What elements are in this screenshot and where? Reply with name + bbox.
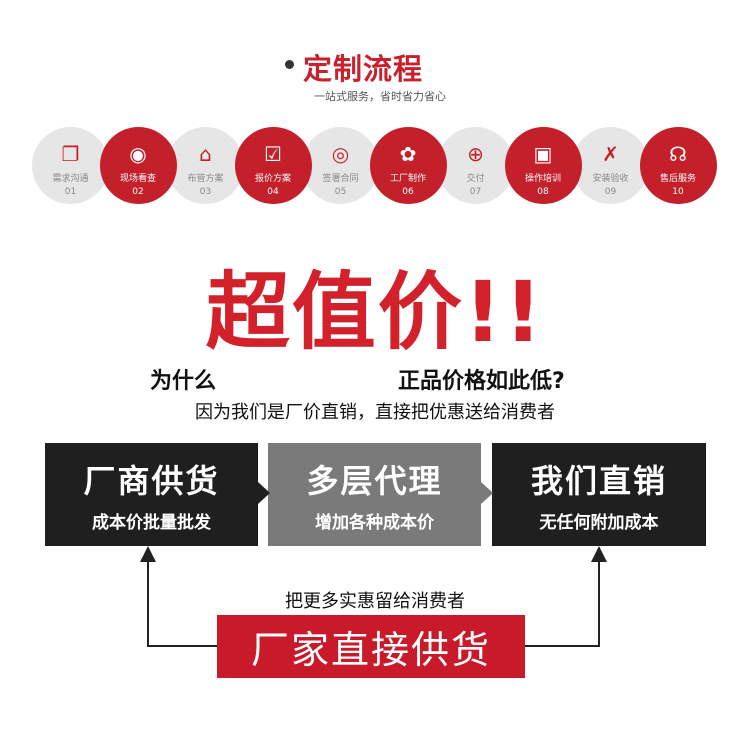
- step-label: 布管方案: [187, 174, 224, 184]
- step-03: ⌂ 布管方案 03: [167, 127, 244, 204]
- step-05: ◎ 签署合同 05: [302, 127, 379, 204]
- box-title: 厂商供货: [83, 462, 220, 500]
- step-icon: ❐: [61, 142, 80, 166]
- step-icon: ✿: [399, 142, 417, 166]
- step-icon: ✗: [602, 142, 619, 166]
- box-title: 多层代理: [306, 462, 443, 500]
- step-number: 01: [64, 187, 77, 197]
- connector-line: [147, 560, 149, 646]
- step-icon: ⊕: [467, 142, 484, 166]
- section-subtitle: 一站式服务，省时省力省心: [314, 90, 446, 103]
- step-number: 09: [604, 187, 617, 197]
- section-title: 定制流程: [303, 52, 424, 86]
- reason-text: 因为我们是厂价直销，直接把优惠送给消费者: [195, 402, 555, 423]
- box-agents: 多层代理 增加各种成本价: [268, 443, 481, 546]
- step-10: ☊ 售后服务 10: [639, 127, 717, 204]
- step-label: 操作培训: [524, 174, 561, 184]
- connector-line: [524, 645, 600, 647]
- step-label: 售后服务: [659, 174, 696, 184]
- box-title: 我们直销: [530, 462, 667, 500]
- step-icon: ⌂: [199, 142, 212, 166]
- step-number: 08: [537, 187, 549, 197]
- step-number: 07: [469, 187, 482, 197]
- keep-savings-text: 把更多实惠留给消费者: [285, 591, 465, 612]
- step-number: 06: [402, 187, 414, 197]
- step-icon: ◉: [129, 142, 147, 166]
- step-label: 现场看查: [119, 174, 156, 184]
- chevron-right-icon: [481, 482, 493, 504]
- step-label: 工厂制作: [389, 174, 426, 184]
- step-number: 02: [132, 187, 144, 197]
- step-label: 报价方案: [254, 174, 291, 184]
- step-label: 安装验收: [592, 174, 629, 184]
- step-label: 签署合同: [322, 174, 359, 184]
- step-01: ❐ 需求沟通 01: [32, 127, 109, 204]
- step-label: 交付: [466, 174, 485, 184]
- step-icon: ☑: [264, 142, 282, 166]
- step-icon: ◎: [331, 142, 350, 166]
- box-sub: 成本价批量批发: [92, 513, 211, 533]
- direct-supply-banner: 厂家直接供货: [217, 615, 525, 678]
- box-sub: 无任何附加成本: [539, 513, 659, 533]
- step-icon: ☊: [669, 142, 687, 166]
- step-number: 03: [199, 187, 212, 197]
- step-06: ✿ 工厂制作 06: [369, 127, 447, 204]
- headline: 超值价!!: [205, 263, 545, 361]
- step-07: ⊕ 交付 07: [437, 127, 514, 204]
- step-number: 05: [334, 187, 347, 197]
- box-manufacturer: 厂商供货 成本价批量批发: [45, 443, 258, 546]
- step-02: ◉ 现场看查 02: [99, 127, 177, 204]
- why-left: 为什么: [150, 369, 217, 394]
- box-sub: 增加各种成本价: [315, 513, 434, 533]
- chevron-right-icon: [258, 482, 270, 504]
- step-label: 需求沟通: [52, 174, 89, 184]
- why-right: 正品价格如此低?: [398, 369, 565, 394]
- step-08: ▣ 操作培训 08: [504, 127, 582, 204]
- step-04: ☑ 报价方案 04: [234, 127, 312, 204]
- arrow-up-icon: [591, 546, 607, 562]
- connector-line: [147, 645, 219, 647]
- connector-line: [598, 560, 600, 646]
- box-direct-sales: 我们直销 无任何附加成本: [492, 443, 706, 546]
- step-09: ✗ 安装验收 09: [572, 127, 649, 204]
- step-number: 04: [267, 187, 279, 197]
- step-number: 10: [672, 187, 684, 197]
- arrow-up-icon: [140, 546, 156, 562]
- step-icon: ▣: [533, 142, 553, 166]
- bullet-dot: [285, 60, 294, 69]
